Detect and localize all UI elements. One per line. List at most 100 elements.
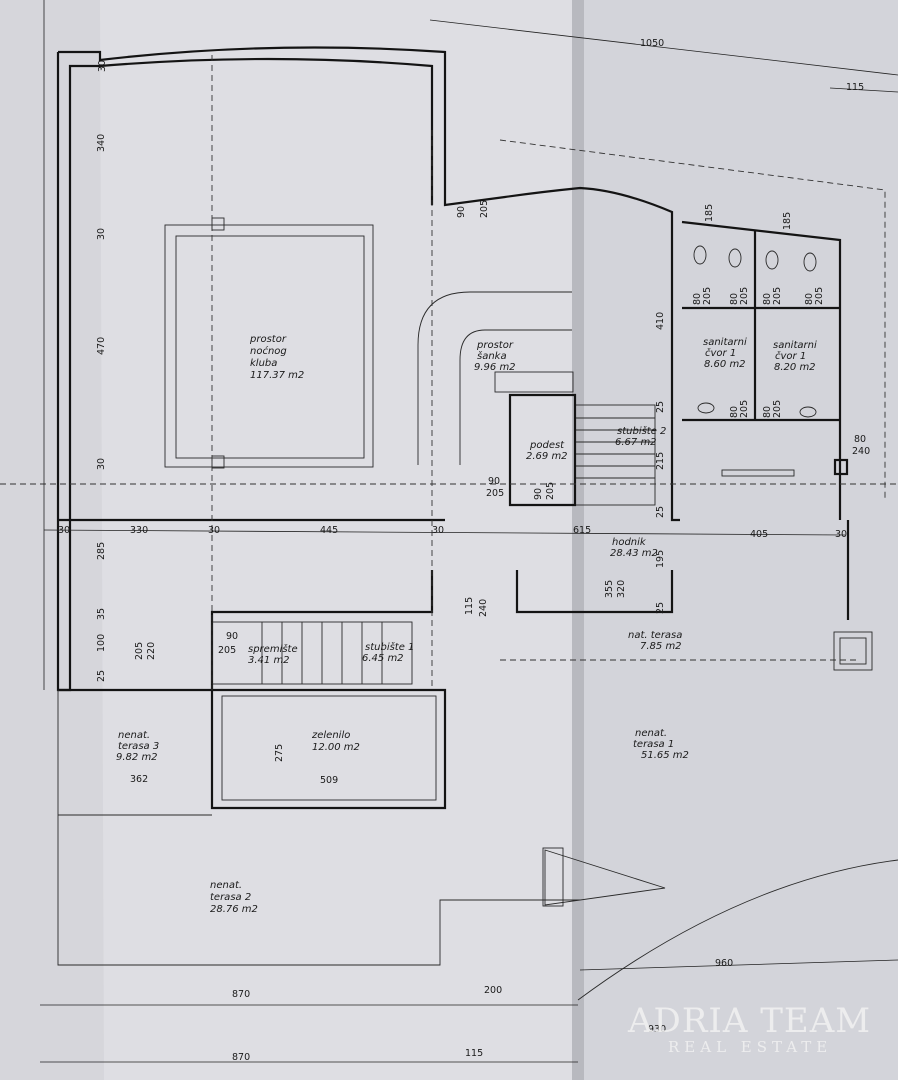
ramp-block — [542, 847, 564, 907]
dim-205-stall-5: 205 — [739, 400, 750, 418]
room-podest: podest 2.69 m2 — [526, 440, 568, 462]
dim-80-stall-1: 80 — [692, 293, 703, 305]
dim-205-lower-door: 205 — [134, 642, 145, 660]
dim-90-door-b: 90 — [488, 476, 500, 487]
dim-80-right: 80 — [854, 434, 866, 445]
dim-30-b: 30 — [96, 228, 107, 240]
dim-30-d: 30 — [58, 525, 70, 536]
room-nat-terasa: nat. terasa 7.85 m2 — [628, 630, 686, 652]
dim-615: 615 — [573, 525, 591, 536]
wall-podest — [508, 393, 577, 507]
dim-115-bottom: 115 — [465, 1048, 483, 1059]
dim-185-b: 185 — [782, 212, 793, 230]
wall-hallway-right — [515, 570, 674, 614]
dim-285: 285 — [96, 542, 107, 560]
dim-line-top — [429, 19, 898, 76]
bar-counter-inner — [459, 329, 572, 465]
dim-1050: 1050 — [640, 38, 664, 49]
terrace-curve — [577, 859, 898, 1001]
dim-405: 405 — [750, 529, 768, 540]
bar-counter — [417, 291, 572, 465]
dim-25: 25 — [96, 670, 107, 682]
dim-185-a: 185 — [704, 204, 715, 222]
room-terasa2: nenat. terasa 2 28.76 m2 — [210, 880, 258, 915]
dim-line-960 — [579, 959, 898, 971]
dim-340: 340 — [96, 134, 107, 152]
room-sanitarni-2: sanitarni čvor 1 8.20 m2 — [773, 340, 820, 373]
dim-240-right: 240 — [852, 446, 870, 457]
wall-lower — [58, 688, 447, 810]
room-zelenilo: zelenilo 12.00 m2 — [311, 730, 360, 753]
room-terasa3: nenat. terasa 3 9.82 m2 — [116, 730, 162, 763]
dim-35: 35 — [96, 608, 107, 620]
room-terasa1: nenat. terasa 1 51.65 m2 — [633, 728, 689, 761]
dim-205-door-d: 205 — [218, 645, 236, 656]
dim-90-door-a: 90 — [456, 206, 467, 218]
dim-80-stall-2: 80 — [729, 293, 740, 305]
wall-sanitary — [681, 220, 842, 520]
dim-330: 330 — [130, 525, 148, 536]
dim-870-b: 870 — [232, 1052, 250, 1063]
dim-line-middle — [43, 529, 846, 536]
paper-edge-left — [0, 0, 104, 1080]
dim-195: 195 — [655, 550, 666, 568]
dim-90-door-c: 90 — [533, 488, 544, 500]
stair2-treads — [575, 417, 655, 479]
dim-410: 410 — [655, 312, 666, 330]
dim-205-stall-4: 205 — [814, 287, 825, 305]
planter-zelenilo — [221, 695, 437, 801]
dance-floor-outer — [164, 224, 374, 468]
dim-80-stall-5: 80 — [729, 406, 740, 418]
dim-115-stair: 115 — [464, 597, 475, 615]
dim-115-top: 115 — [846, 82, 864, 93]
box-right — [833, 631, 873, 671]
dim-30-e: 30 — [208, 525, 220, 536]
dim-205-stall-3: 205 — [772, 287, 783, 305]
dim-205-stall-2: 205 — [739, 287, 750, 305]
dim-215: 215 — [655, 452, 666, 470]
room-hodnik: hodnik 28.43 m2 — [610, 537, 658, 559]
dance-floor-inner — [175, 235, 365, 459]
dim-205-stall-6: 205 — [772, 400, 783, 418]
toilets — [693, 245, 817, 418]
dim-470: 470 — [96, 337, 107, 355]
dim-80-stall-4: 80 — [804, 293, 815, 305]
column-1 — [211, 217, 225, 231]
dim-80-stall-3: 80 — [762, 293, 773, 305]
dim-30-g: 30 — [835, 529, 847, 540]
dim-870-a: 870 — [232, 989, 250, 1000]
stair1-treads — [261, 622, 383, 684]
room-sanka: prostor šanka 9.96 m2 — [474, 340, 516, 373]
paper-left — [0, 0, 582, 1080]
dim-220-lower-door: 220 — [146, 642, 157, 660]
dim-30-f: 30 — [432, 525, 444, 536]
room-nocni-klub: prostor noćnog kluba 117.37 m2 — [249, 334, 304, 381]
dim-100: 100 — [96, 634, 107, 652]
column-2 — [211, 455, 225, 469]
box-right-inner — [839, 637, 867, 665]
dim-509: 509 — [320, 775, 338, 786]
room-spremiste: spremište 3.41 m2 — [248, 643, 301, 666]
dim-205-stall-1: 205 — [702, 287, 713, 305]
dim-25-c: 25 — [655, 506, 666, 518]
paper-shadow — [572, 0, 584, 1080]
terrace-ramp — [544, 849, 666, 906]
column-right — [833, 458, 849, 476]
watermark-logo: ADRIA TEAM — [627, 1001, 871, 1041]
dim-240-stair: 240 — [478, 599, 489, 617]
dim-205-door-c: 205 — [545, 482, 556, 500]
dim-30-c: 30 — [96, 458, 107, 470]
dim-960: 960 — [715, 958, 733, 969]
dim-355: 355 — [604, 580, 615, 598]
room-stubiste1: stubište 1 6.45 m2 — [362, 641, 418, 664]
dim-80-stall-6: 80 — [762, 406, 773, 418]
dim-205-door-a: 205 — [479, 200, 490, 218]
dim-90-door-d: 90 — [226, 631, 238, 642]
dim-line-115 — [829, 87, 898, 93]
watermark-subtitle: REAL ESTATE — [668, 1038, 832, 1056]
dim-30-top: 30 — [97, 60, 108, 72]
terrace-dashed-right — [499, 139, 886, 500]
dim-930: 930 — [648, 1024, 666, 1035]
stair1-outline — [211, 621, 413, 685]
